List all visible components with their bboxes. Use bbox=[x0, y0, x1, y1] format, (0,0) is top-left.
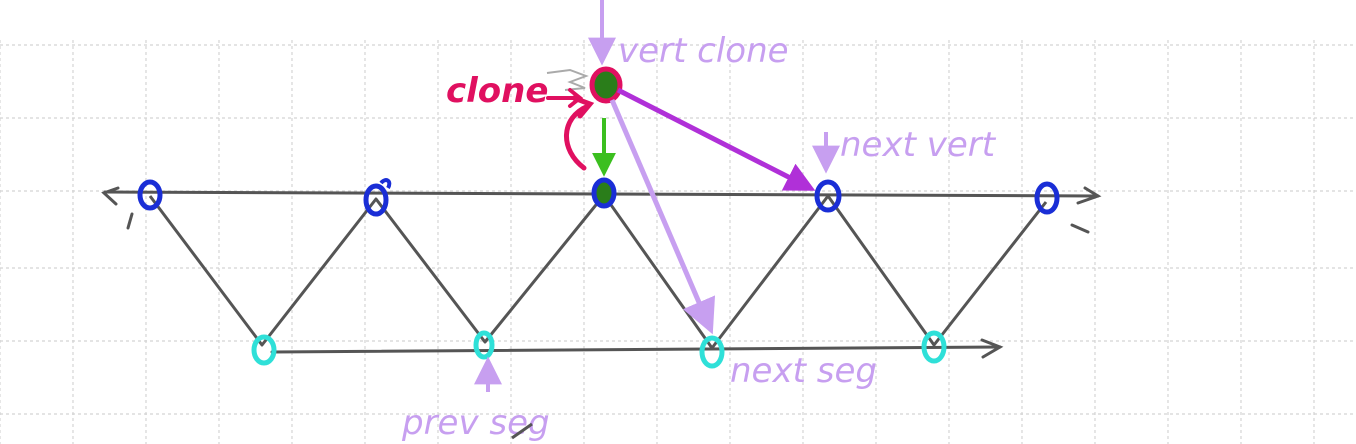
bottom-row-line bbox=[270, 338, 1004, 359]
vert-clone-label: vert clone bbox=[618, 31, 789, 71]
zigzag-edges bbox=[148, 193, 1048, 350]
next-vert-pointer bbox=[616, 87, 816, 191]
prev-seg-label: prev seg bbox=[401, 403, 550, 443]
clone-vertex bbox=[546, 66, 623, 104]
top-vertices bbox=[137, 177, 1060, 217]
grid-lines bbox=[0, 40, 1356, 444]
next-seg-label: next seg bbox=[730, 351, 877, 391]
next-seg-pointer bbox=[609, 99, 716, 335]
next-vert-label: next vert bbox=[840, 125, 997, 165]
clone-label: clone bbox=[446, 71, 548, 111]
bottom-vertex bbox=[699, 335, 725, 369]
bottom-vertex bbox=[921, 330, 947, 364]
top-vertex bbox=[137, 179, 163, 211]
top-vertex bbox=[814, 179, 842, 213]
top-vertex bbox=[1034, 181, 1060, 215]
bottom-vertex bbox=[473, 330, 495, 360]
clone-curve-arrow bbox=[564, 95, 595, 171]
bottom-vertex bbox=[251, 334, 277, 366]
top-vertex bbox=[591, 177, 617, 209]
top-vertex bbox=[363, 183, 389, 217]
